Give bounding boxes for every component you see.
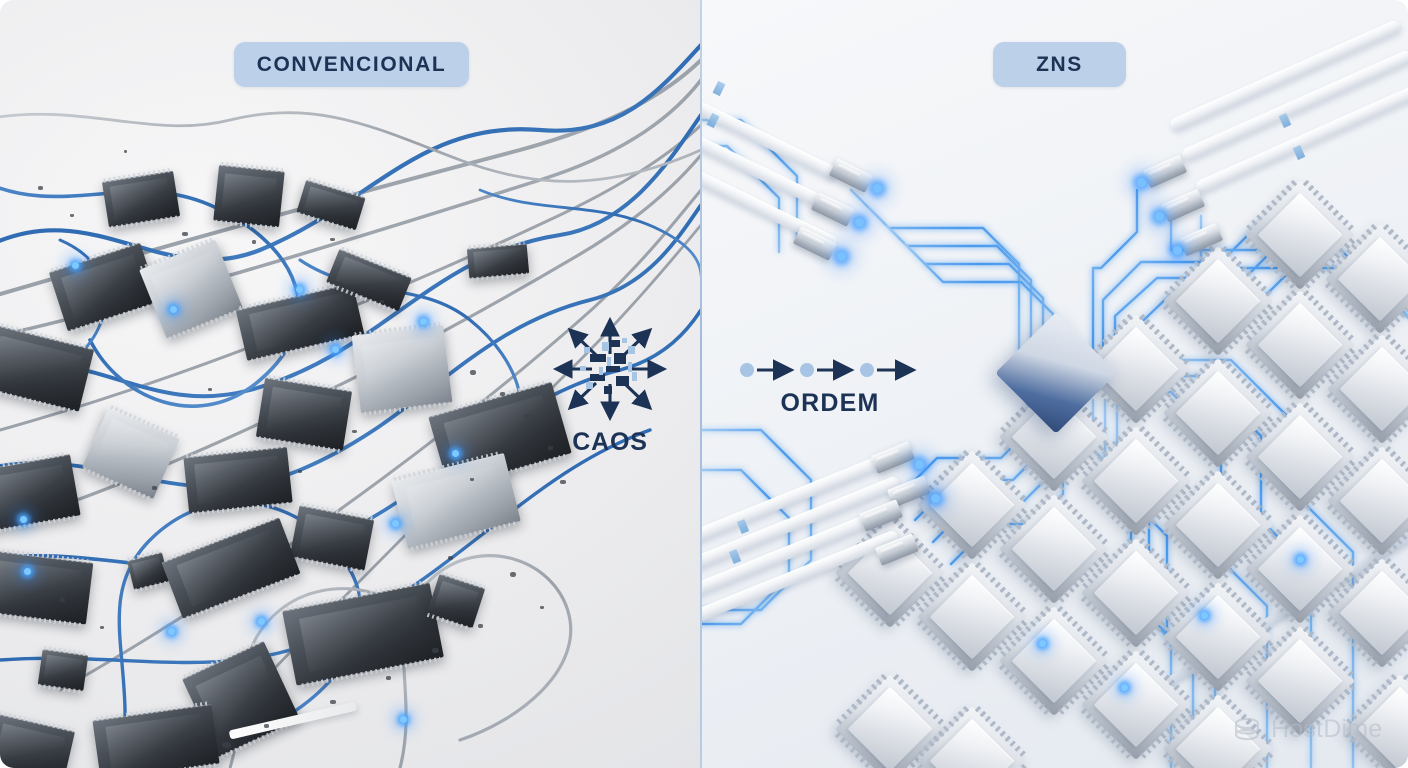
led-indicator <box>1121 684 1128 691</box>
order-indicator: ORDEM <box>735 355 925 430</box>
debris-speck <box>124 150 127 153</box>
led-indicator <box>392 520 399 527</box>
scattered-chip <box>255 374 353 454</box>
scattered-chip <box>0 546 94 628</box>
badge-zns-label: ZNS <box>1036 52 1083 76</box>
fiber-bundle-top-left <box>701 60 911 261</box>
led-indicator <box>258 618 265 625</box>
debris-speck <box>478 624 483 628</box>
debris-speck <box>448 556 453 560</box>
panel-divider <box>700 0 702 768</box>
badge-zns: ZNS <box>993 42 1126 87</box>
debris-speck <box>38 186 43 190</box>
debris-speck <box>330 238 335 241</box>
debris-speck <box>70 214 74 217</box>
led-indicator <box>72 262 79 269</box>
debris-speck <box>524 414 531 419</box>
chaos-scatter-icon <box>552 316 668 422</box>
led-indicator <box>168 628 175 635</box>
chaos-indicator: CAOS <box>540 310 680 460</box>
badge-convencional-label: CONVENCIONAL <box>256 52 447 76</box>
scattered-chip <box>183 444 293 516</box>
debris-speck <box>432 648 439 653</box>
led-indicator <box>420 318 427 325</box>
led-indicator <box>1297 556 1304 563</box>
debris-speck <box>152 486 157 490</box>
debris-speck <box>330 700 336 704</box>
led-indicator <box>452 450 459 457</box>
led-indicator <box>170 306 177 313</box>
debris-speck <box>560 480 566 484</box>
debris-speck <box>500 392 505 396</box>
badge-convencional: CONVENCIONAL <box>234 42 469 87</box>
hostdime-logo: HostDime <box>1232 714 1382 744</box>
debris-speck <box>494 446 498 449</box>
ordered-flow-icon <box>740 359 917 381</box>
debris-speck <box>264 724 269 728</box>
scattered-chip <box>289 502 375 574</box>
debris-speck <box>100 626 104 629</box>
debris-speck <box>540 606 544 609</box>
order-label: ORDEM <box>780 389 880 417</box>
debris-speck <box>470 370 476 375</box>
chaos-label: CAOS <box>572 428 648 456</box>
fiber-bundle-lower-left <box>701 440 961 663</box>
scattered-chip <box>37 646 89 694</box>
debris-speck <box>60 598 65 602</box>
debris-speck <box>470 478 474 481</box>
led-indicator <box>24 568 31 575</box>
led-indicator <box>1039 640 1046 647</box>
stacked-disc-icon <box>1234 717 1260 741</box>
led-indicator <box>400 716 407 723</box>
scattered-chip <box>101 168 181 230</box>
debris-speck <box>182 232 188 236</box>
debris-speck <box>386 676 391 680</box>
debris-speck <box>510 572 516 577</box>
debris-speck <box>548 446 553 450</box>
debris-speck <box>298 470 302 473</box>
led-indicator <box>20 516 27 523</box>
led-indicator <box>1201 612 1208 619</box>
scattered-chip <box>466 240 530 282</box>
led-indicator <box>296 286 303 293</box>
debris-speck <box>252 240 256 244</box>
debris-speck <box>208 388 212 391</box>
led-indicator <box>332 346 339 353</box>
panel-zns <box>701 0 1408 768</box>
scattered-chip <box>351 322 453 416</box>
scattered-chip <box>0 451 81 535</box>
debris-speck <box>380 300 384 303</box>
scattered-chip <box>213 161 285 231</box>
fragmented-blocks <box>580 338 637 394</box>
fiber-bundle-top-right <box>1111 18 1408 300</box>
panel-conventional <box>0 0 701 768</box>
debris-speck <box>352 430 357 433</box>
debris-speck <box>222 742 231 748</box>
hostdime-logo-text: HostDime <box>1271 714 1383 743</box>
